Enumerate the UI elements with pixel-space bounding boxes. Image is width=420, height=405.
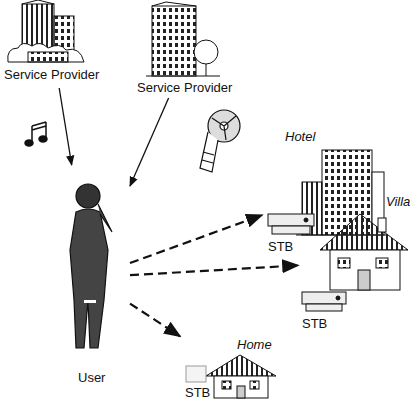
service-provider: Service Provider (135, 0, 245, 98)
service-arrow (130, 98, 169, 186)
music-notes (25, 122, 47, 146)
node-label: Service Provider (137, 80, 232, 95)
villa-site: VillaSTB (298, 192, 416, 332)
user: User (50, 165, 130, 390)
service-provider: Service Provider (2, 0, 102, 88)
office-tower (8, 0, 84, 62)
home-house (206, 355, 276, 398)
site-label: Villa (386, 194, 410, 209)
user-figure (70, 184, 112, 348)
hotel-site: HotelSTB (262, 125, 387, 260)
set-top-box (268, 214, 314, 234)
device-label: User (78, 370, 105, 385)
site-label: Home (237, 337, 272, 352)
node-label: Service Provider (4, 67, 99, 82)
site-label: Hotel (285, 129, 315, 144)
delivery-arrow (130, 304, 180, 337)
villa-house (320, 214, 408, 290)
set-top-box (302, 292, 346, 311)
device-label: STB (302, 316, 327, 331)
set-top-box (186, 366, 206, 382)
office-building (146, 2, 220, 76)
delivery-arrow (130, 265, 298, 275)
home-site: HomeSTB (180, 335, 280, 403)
service-arrow (59, 88, 71, 165)
device-label: STB (268, 239, 293, 254)
device-label: STB (185, 385, 210, 400)
film-reel (200, 110, 240, 172)
delivery-arrow (130, 215, 262, 263)
